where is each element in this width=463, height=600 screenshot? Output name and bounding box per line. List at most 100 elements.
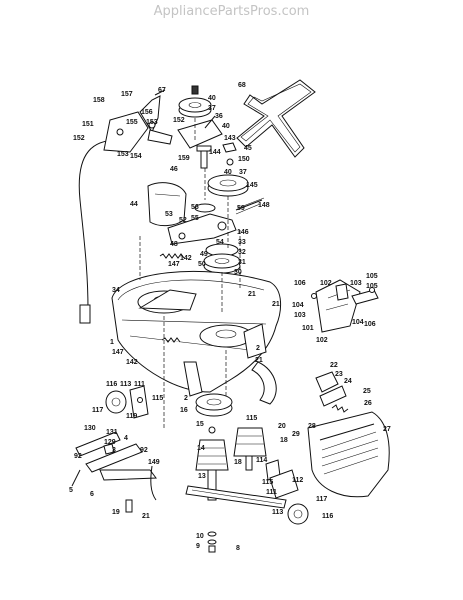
part-number-callout: 116 (322, 513, 333, 520)
part-number-callout: 18 (234, 459, 242, 466)
part-number-callout: 147 (168, 261, 180, 268)
part-number-callout: 16 (180, 407, 188, 414)
part-number-callout: 10 (196, 533, 204, 540)
spindle-housing (195, 426, 229, 501)
part-number-callout: 40 (224, 169, 232, 176)
part-number-callout: 101 (302, 325, 314, 332)
watermark: AppliancePartsPros.com (153, 4, 310, 19)
part-number-callout: 131 (106, 429, 118, 436)
gauge-wheel-bracket (315, 371, 349, 413)
left-bracket-lower (71, 431, 157, 487)
part-number-callout: 8 (236, 545, 240, 552)
lift-lever-assembly (103, 89, 173, 153)
part-number-callout: 48 (170, 241, 178, 248)
part-number-callout: 115 (262, 479, 273, 486)
part-number-callout: 154 (130, 153, 142, 160)
part-number-callout: 20 (278, 423, 286, 430)
part-number-callout: 102 (320, 280, 332, 287)
part-number-callout: 112 (292, 477, 303, 484)
part-number-callout: 92 (140, 447, 148, 454)
part-number-callout: 104 (292, 302, 304, 309)
part-number-callout: 67 (158, 87, 166, 94)
deflector-bracket (311, 279, 379, 333)
part-number-callout: 30 (234, 269, 242, 276)
part-number-callout: 4 (124, 435, 128, 442)
part-number-callout: 104 (352, 319, 364, 326)
part-number-callout: 111 (266, 489, 277, 496)
part-number-callout: 158 (93, 97, 105, 104)
control-cable (78, 139, 119, 311)
part-number-callout: 44 (130, 201, 138, 208)
idler-arm (167, 197, 265, 245)
part-number-callout: 68 (238, 82, 246, 89)
part-number-callout: 36 (215, 113, 223, 120)
part-number-callout: 25 (363, 388, 371, 395)
part-number-callout: 13 (198, 473, 206, 480)
part-number-callout: 5 (69, 487, 73, 494)
part-number-callout: 130 (84, 425, 96, 432)
part-number-callout: 34 (112, 287, 120, 294)
part-number-callout: 151 (82, 121, 94, 128)
part-number-callout: 14 (197, 445, 205, 452)
part-number-callout: 18 (280, 437, 288, 444)
spindle-pulley (207, 174, 249, 197)
part-number-callout: 153 (117, 151, 129, 158)
part-number-callout: 40 (208, 95, 216, 102)
part-number-callout: 116 (106, 381, 117, 388)
part-number-callout: 159 (178, 155, 190, 162)
spindle-housing-right (233, 427, 267, 471)
right-bracket-lower (265, 459, 309, 525)
part-number-callout: 22 (330, 362, 338, 369)
part-number-callout: 148 (258, 202, 270, 209)
part-number-callout: 119 (126, 413, 137, 420)
part-number-callout: 145 (246, 182, 258, 189)
part-number-callout: 56 (191, 204, 199, 211)
part-number-callout: 92 (74, 453, 82, 460)
part-number-callout: 26 (364, 400, 372, 407)
part-number-callout: 3 (112, 447, 116, 454)
part-number-callout: 113 (120, 381, 131, 388)
part-number-callout: 142 (180, 255, 192, 262)
part-number-callout: 40 (222, 123, 230, 130)
left-gauge-wheel (105, 385, 149, 419)
part-number-callout: 15 (196, 421, 204, 428)
part-number-callout: 55 (191, 215, 199, 222)
part-number-callout: 9 (196, 543, 200, 550)
part-number-callout: 24 (344, 378, 352, 385)
part-number-callout: 21 (255, 357, 263, 364)
part-number-callout: 152 (73, 135, 85, 142)
cable-end (79, 304, 91, 324)
part-number-callout: 146 (237, 229, 249, 236)
part-number-callout: 117 (92, 407, 103, 414)
part-number-callout: 103 (294, 312, 306, 319)
part-number-callout: 1 (110, 339, 114, 346)
part-number-callout: 31 (238, 259, 246, 266)
part-number-callout: 142 (126, 359, 138, 366)
part-number-callout: 105 (366, 283, 378, 290)
part-number-callout: 149 (148, 459, 160, 466)
part-number-callout: 103 (350, 280, 362, 287)
part-number-callout: 152 (173, 117, 185, 124)
idler-pulley-upper (177, 85, 223, 149)
part-number-callout: 102 (316, 337, 328, 344)
part-number-callout: 50 (198, 261, 206, 268)
part-number-callout: 115 (152, 395, 163, 402)
part-number-callout: 153 (146, 119, 158, 126)
part-number-callout: 52 (179, 217, 187, 224)
part-number-callout: 115 (246, 415, 257, 422)
part-number-callout: 117 (316, 496, 327, 503)
part-number-callout: 21 (272, 301, 280, 308)
drive-belt (236, 79, 316, 158)
part-number-callout: 33 (238, 239, 246, 246)
lift-arm (183, 361, 203, 397)
part-number-callout: 28 (308, 423, 316, 430)
belt-guard (147, 182, 187, 227)
part-number-callout: 46 (170, 166, 178, 173)
part-number-callout: 106 (364, 321, 376, 328)
part-number-callout: 59 (237, 205, 245, 212)
part-number-callout: 37 (239, 169, 247, 176)
part-number-callout: 156 (141, 109, 153, 116)
part-number-callout: 144 (209, 149, 221, 156)
lift-rod (150, 465, 157, 501)
